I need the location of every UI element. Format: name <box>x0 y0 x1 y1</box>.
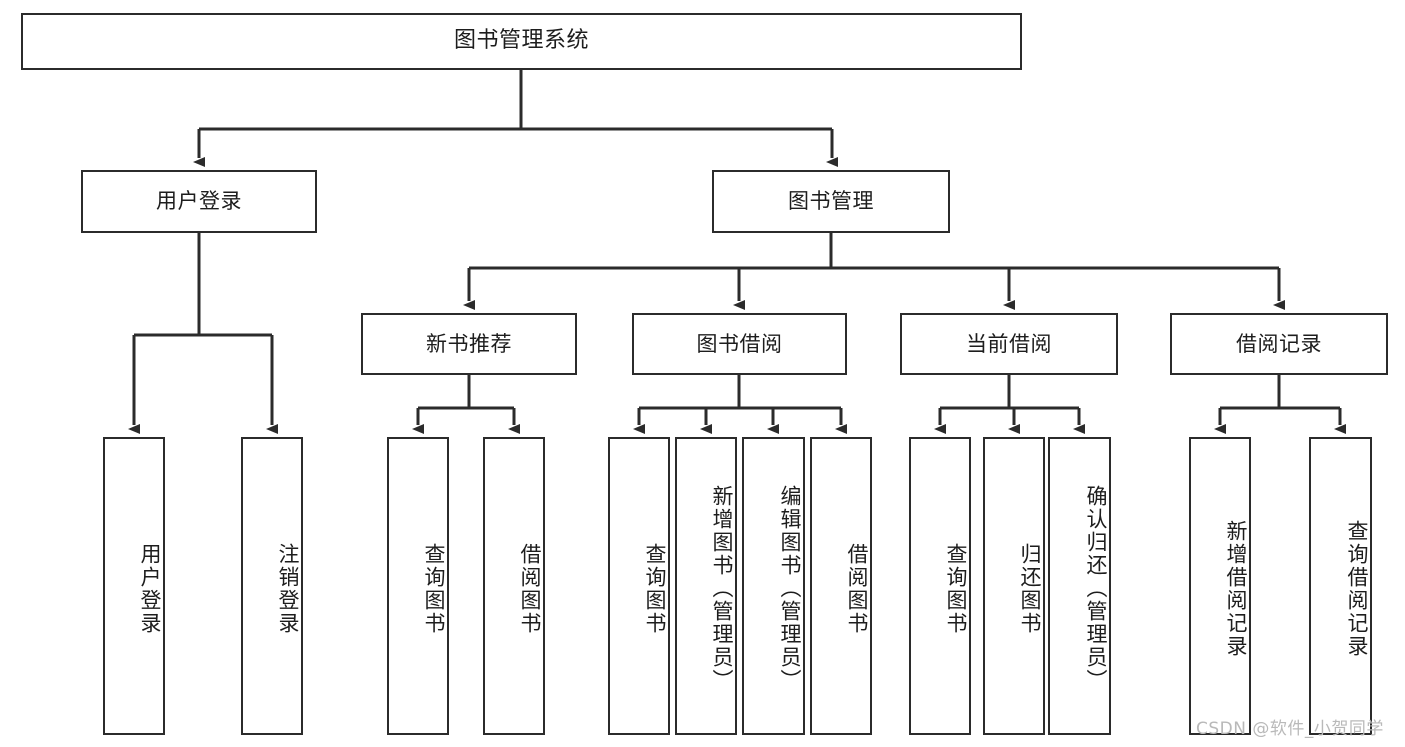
csdn-watermark: CSDN @软件_小贺同学 <box>1196 719 1384 739</box>
node-leaf-label: 注销登录 <box>276 543 300 635</box>
node-leaf-query-book-current[interactable]: 查询图书 <box>909 437 971 735</box>
node-leaf-edit-book-admin[interactable]: 编辑图书（管理员） <box>742 437 805 735</box>
node-leaf-label: 确认归还（管理员） <box>1084 484 1108 692</box>
node-leaf-return-book[interactable]: 归还图书 <box>983 437 1045 735</box>
node-root[interactable]: 图书管理系统 <box>21 13 1022 70</box>
node-leaf-add-book-admin[interactable]: 新增图书（管理员） <box>675 437 737 735</box>
node-user-login[interactable]: 用户登录 <box>81 170 317 233</box>
node-book-management-label: 图书管理 <box>788 189 874 214</box>
node-current-borrow-label: 当前借阅 <box>966 331 1052 356</box>
node-new-book-recommend-label: 新书推荐 <box>426 331 512 356</box>
node-leaf-query-borrow-record[interactable]: 查询借阅记录 <box>1309 437 1372 735</box>
node-book-management[interactable]: 图书管理 <box>712 170 950 233</box>
node-current-borrow[interactable]: 当前借阅 <box>900 313 1118 375</box>
node-borrow-record-label: 借阅记录 <box>1236 331 1322 356</box>
node-leaf-label: 借阅图书 <box>845 543 869 635</box>
node-root-label: 图书管理系统 <box>453 28 589 54</box>
node-leaf-label: 新增图书（管理员） <box>710 484 734 692</box>
node-leaf-label: 查询借阅记录 <box>1345 520 1369 658</box>
node-leaf-query-book[interactable]: 查询图书 <box>608 437 670 735</box>
node-new-book-recommend[interactable]: 新书推荐 <box>361 313 577 375</box>
node-leaf-label: 新增借阅记录 <box>1224 520 1248 658</box>
node-leaf-confirm-return-admin[interactable]: 确认归还（管理员） <box>1048 437 1111 735</box>
node-leaf-label: 查询图书 <box>422 543 446 635</box>
node-leaf-label: 用户登录 <box>138 543 162 635</box>
node-user-login-label: 用户登录 <box>156 189 242 214</box>
node-book-borrow-label: 图书借阅 <box>696 331 783 356</box>
node-borrow-record[interactable]: 借阅记录 <box>1170 313 1388 375</box>
node-leaf-query-book-new[interactable]: 查询图书 <box>387 437 449 735</box>
node-leaf-label: 编辑图书（管理员） <box>778 484 802 692</box>
node-leaf-borrow-book-new[interactable]: 借阅图书 <box>483 437 545 735</box>
node-leaf-borrow-book[interactable]: 借阅图书 <box>810 437 872 735</box>
node-book-borrow[interactable]: 图书借阅 <box>632 313 847 375</box>
node-leaf-label: 查询图书 <box>944 543 968 635</box>
node-leaf-add-borrow-record[interactable]: 新增借阅记录 <box>1189 437 1251 735</box>
node-leaf-label: 借阅图书 <box>518 543 542 635</box>
node-leaf-label: 查询图书 <box>643 543 667 635</box>
node-leaf-logout[interactable]: 注销登录 <box>241 437 303 735</box>
node-leaf-label: 归还图书 <box>1018 543 1042 635</box>
node-leaf-user-login[interactable]: 用户登录 <box>103 437 165 735</box>
